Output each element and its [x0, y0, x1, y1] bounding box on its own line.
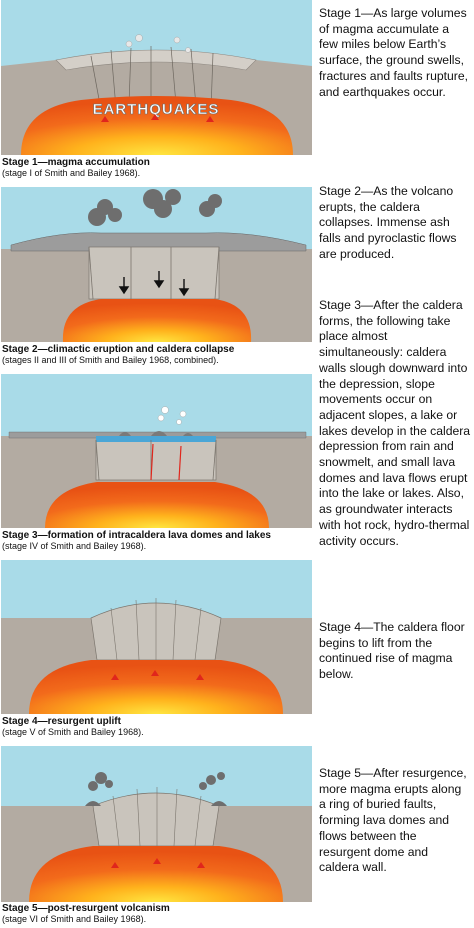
ring-faults	[88, 246, 220, 300]
lava-domes	[119, 431, 193, 436]
stage-4-description: Stage 4—The caldera floor begins to lift…	[319, 620, 465, 682]
caption-title: Stage 5—post-resurgent volcanism	[2, 903, 170, 914]
caldera-floor	[95, 439, 217, 481]
stage-1-caption: Stage 1—magma accumulation (stage I of S…	[2, 157, 314, 179]
caption-title: Stage 4—resurgent uplift	[2, 716, 121, 727]
uplift-arrows	[111, 670, 204, 680]
ash-flow	[10, 232, 307, 252]
stage-4-diagram	[1, 560, 312, 714]
caption-title: Stage 3—formation of intracaldera lava d…	[2, 530, 271, 541]
caption-source: (stage VI of Smith and Bailey 1968).	[2, 914, 147, 924]
stage-5-caption: Stage 5—post-resurgent volcanism (stage …	[2, 903, 314, 925]
dome-faults	[110, 598, 202, 661]
resurgent-dome	[92, 792, 220, 847]
stage-2-caption: Stage 2—climactic eruption and caldera c…	[2, 344, 314, 366]
caption-source: (stages II and III of Smith and Bailey 1…	[2, 355, 219, 365]
magma-chamber	[21, 96, 293, 155]
magma-chamber	[29, 846, 283, 902]
steam-plumes	[125, 34, 191, 53]
stage-2-description: Stage 2—As the volcano erupts, the calde…	[319, 184, 457, 261]
quake-arrows	[101, 114, 214, 122]
stage-5-description: Stage 5—After resurgence, more magma eru…	[319, 766, 467, 875]
stage-3-description: Stage 3—After the caldera forms, the fol…	[319, 298, 471, 548]
caption-title: Stage 2—climactic eruption and caldera c…	[2, 344, 235, 355]
uplift-dome	[55, 49, 257, 71]
eruption-plumes	[88, 772, 225, 791]
stage-1-diagram: EARTHQUAKES	[1, 0, 312, 155]
caption-source: (stage IV of Smith and Bailey 1968).	[2, 541, 147, 551]
stage-5-diagram	[1, 746, 312, 902]
dikes	[150, 443, 182, 481]
magma-chamber	[62, 299, 252, 342]
subsidence-arrows	[118, 271, 190, 297]
caption-source: (stage I of Smith and Bailey 1968).	[2, 168, 141, 178]
earthquakes-label: EARTHQUAKES	[93, 101, 220, 118]
stage-3-diagram	[1, 374, 312, 528]
magma-chamber	[29, 660, 283, 714]
stage-3-caption: Stage 3—formation of intracaldera lava d…	[2, 530, 314, 552]
caption-title: Stage 1—magma accumulation	[2, 157, 150, 168]
ash-columns	[88, 189, 222, 226]
stage-4-caption: Stage 4—resurgent uplift (stage V of Smi…	[2, 716, 314, 738]
ring-lava-domes	[85, 801, 227, 806]
stage-1-description: Stage 1—As large volumes of magma accumu…	[319, 6, 469, 99]
caption-source: (stage V of Smith and Bailey 1968).	[2, 727, 144, 737]
caldera-block	[88, 246, 220, 300]
hydrothermal-plumes	[157, 406, 187, 425]
caldera-lake	[96, 436, 216, 442]
magma-chamber	[45, 482, 269, 528]
stage-2-diagram	[1, 187, 312, 342]
rise-arrows	[111, 858, 205, 868]
dome-faults	[112, 787, 202, 847]
